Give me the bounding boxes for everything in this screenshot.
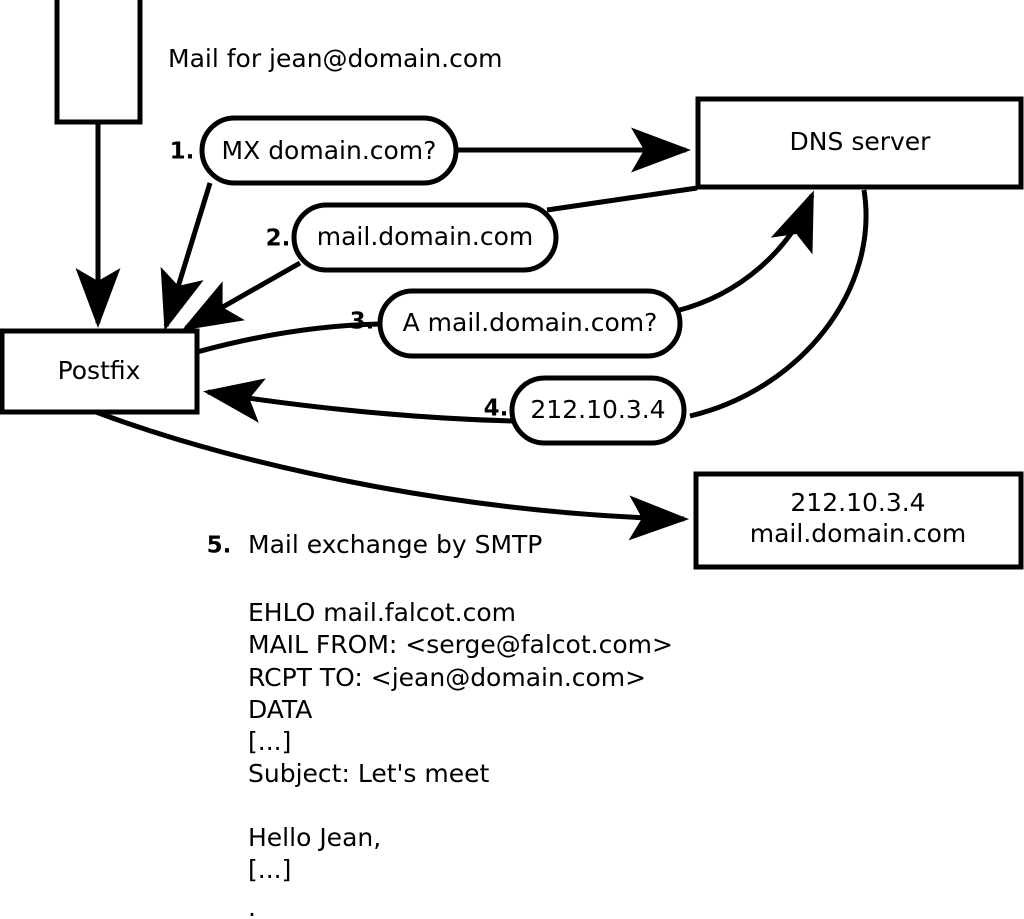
step-number-2: 2. (266, 226, 291, 252)
edge-bubble2-to-postfix (181, 260, 302, 331)
bubble-step-2-label: mail.domain.com (317, 222, 533, 251)
edge-dns-to-bubble2 (546, 185, 698, 213)
step-number-5: 5. (207, 533, 232, 559)
bubble-step-4-label: 212.10.3.4 (530, 395, 665, 424)
node-dns-label: DNS server (790, 127, 932, 156)
mail-for-caption: Mail for jean@domain.com (168, 44, 503, 73)
edge-bubble1-to-postfix-stub (160, 182, 213, 331)
node-mailserver-ip: 212.10.3.4 (790, 488, 925, 517)
smtp-line-ehlo: EHLO mail.falcot.com (248, 598, 516, 627)
smtp-line-ellipsis-header: [...] (248, 727, 291, 756)
edge-dns-to-bubble4 (689, 189, 869, 419)
bubble-step-1 (199, 115, 459, 186)
edge-postfix-to-mailserver (95, 409, 689, 541)
smtp-line-subject: Subject: Let's meet (248, 759, 489, 788)
node-dns-box (695, 96, 1024, 190)
node-mailserver-host: mail.domain.com (750, 519, 966, 548)
bubble-step-3-label: A mail.domain.com? (403, 308, 658, 337)
node-postfix-box (0, 328, 200, 415)
edge-postfix-to-bubble3 (196, 321, 381, 355)
bubble-step-1-label: MX domain.com? (222, 136, 437, 165)
node-mailserver-box (693, 471, 1024, 570)
edge-bubble3-to-dns (675, 190, 815, 314)
bubble-step-4 (509, 375, 687, 446)
smtp-line-rcpt-to: RCPT TO: <jean@domain.com> (248, 663, 646, 692)
smtp-line-ellipsis-body: [...] (248, 855, 291, 884)
step-number-1: 1. (170, 139, 195, 165)
bubble-step-2 (291, 202, 559, 273)
smtp-line-mail-from: MAIL FROM: <serge@falcot.com> (248, 630, 673, 659)
smtp-line-greeting: Hello Jean, (248, 823, 381, 852)
step-number-3: 3. (350, 309, 375, 335)
node-client-box (54, 0, 143, 125)
step-number-4: 4. (484, 396, 509, 422)
edge-bubble4-to-postfix (203, 378, 513, 424)
node-postfix-label: Postfix (58, 356, 141, 385)
smtp-line-terminator: . (248, 893, 256, 919)
bubble-step-3 (377, 288, 683, 359)
smtp-line-data: DATA (248, 695, 312, 724)
step-5-label: Mail exchange by SMTP (248, 530, 542, 559)
